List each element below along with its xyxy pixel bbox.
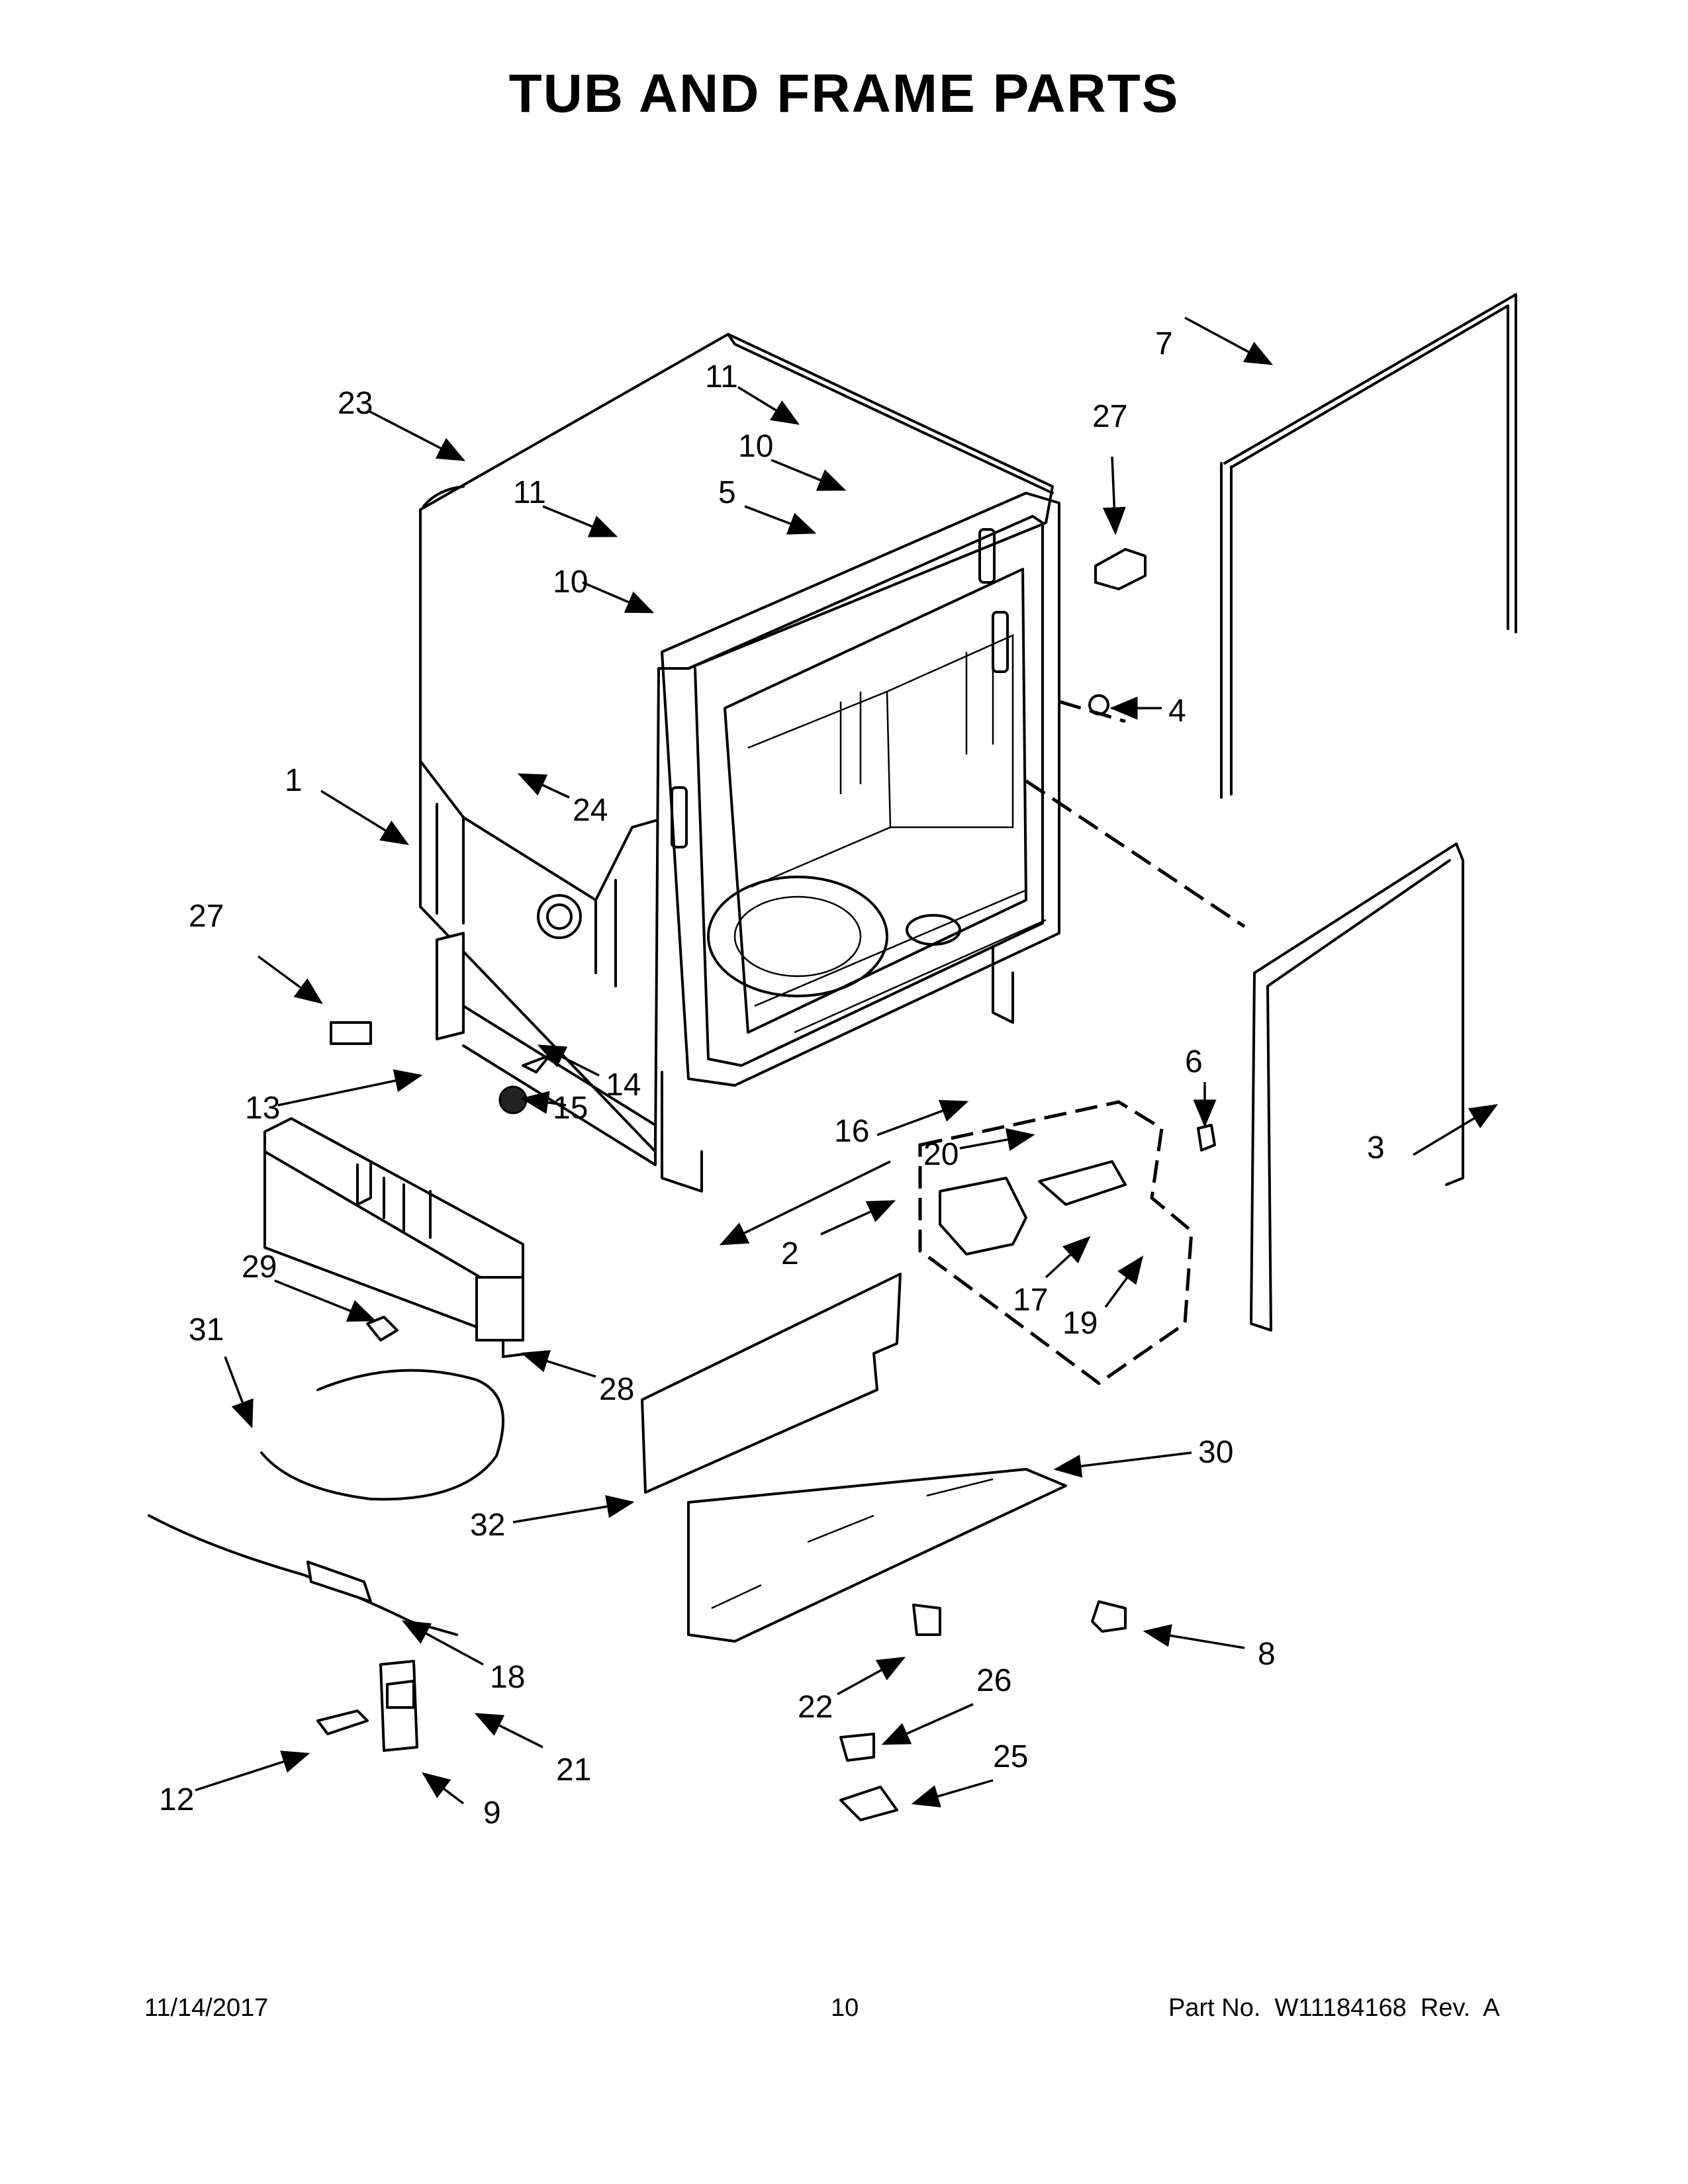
footer-part-number: Part No. W11184168 Rev. A xyxy=(1168,1994,1500,2022)
callout-14: 14 xyxy=(606,1068,641,1103)
callout-3: 3 xyxy=(1367,1130,1385,1165)
callout-29: 28 xyxy=(599,1372,634,1407)
footer-page-number: 10 xyxy=(831,1994,859,2022)
callout-18: 18 xyxy=(490,1660,525,1695)
callout-12: 12 xyxy=(159,1782,194,1817)
callout-30: 29 xyxy=(242,1250,277,1285)
callout-4: 4 xyxy=(1168,694,1186,729)
callout-17: 17 xyxy=(1013,1283,1048,1318)
lower-parts-drawing xyxy=(148,1273,1127,1821)
callout-11-left: 11 xyxy=(513,475,546,510)
callout-26: 26 xyxy=(976,1663,1011,1698)
callout-31: 32 xyxy=(470,1508,505,1543)
callout-10-left: 10 xyxy=(553,565,588,600)
callout-13: 13 xyxy=(245,1091,280,1126)
footer-date: 11/14/2017 xyxy=(144,1994,269,2022)
tub-assembly-drawing xyxy=(419,333,1060,1193)
base-parts-drawing xyxy=(263,932,657,1358)
callout-9: 9 xyxy=(483,1796,501,1831)
callout-19: 19 xyxy=(1062,1306,1098,1341)
callout-28: 30 xyxy=(1198,1435,1233,1470)
callout-20: 20 xyxy=(923,1137,959,1172)
callout-leaders xyxy=(195,316,1499,1808)
callout-16: 16 xyxy=(834,1114,869,1149)
callout-8: 8 xyxy=(1258,1637,1276,1672)
callout-24: 23 xyxy=(338,386,373,421)
callout-15: 15 xyxy=(553,1091,588,1126)
callout-labels: 23 11 10 5 11 10 7 27 4 24 1 27 6 13 15 … xyxy=(159,326,1385,1831)
callout-25: 25 xyxy=(993,1739,1028,1774)
page-title: TUB AND FRAME PARTS xyxy=(508,64,1180,124)
callout-6: 6 xyxy=(1185,1044,1203,1079)
callout-10-top: 10 xyxy=(738,429,773,464)
callout-21: 21 xyxy=(556,1752,591,1788)
callout-22: 22 xyxy=(798,1690,833,1725)
callout-1: 1 xyxy=(285,763,303,798)
callout-2: 2 xyxy=(781,1236,799,1271)
callout-27-left: 27 xyxy=(189,899,224,934)
callout-23: 24 xyxy=(573,793,608,828)
callout-7: 7 xyxy=(1155,326,1173,361)
callout-32: 31 xyxy=(189,1312,224,1347)
callout-27-top: 27 xyxy=(1092,399,1127,434)
callout-5: 5 xyxy=(718,475,736,510)
callout-11-top: 11 xyxy=(705,359,738,394)
right-side-parts-drawing xyxy=(918,293,1517,1386)
